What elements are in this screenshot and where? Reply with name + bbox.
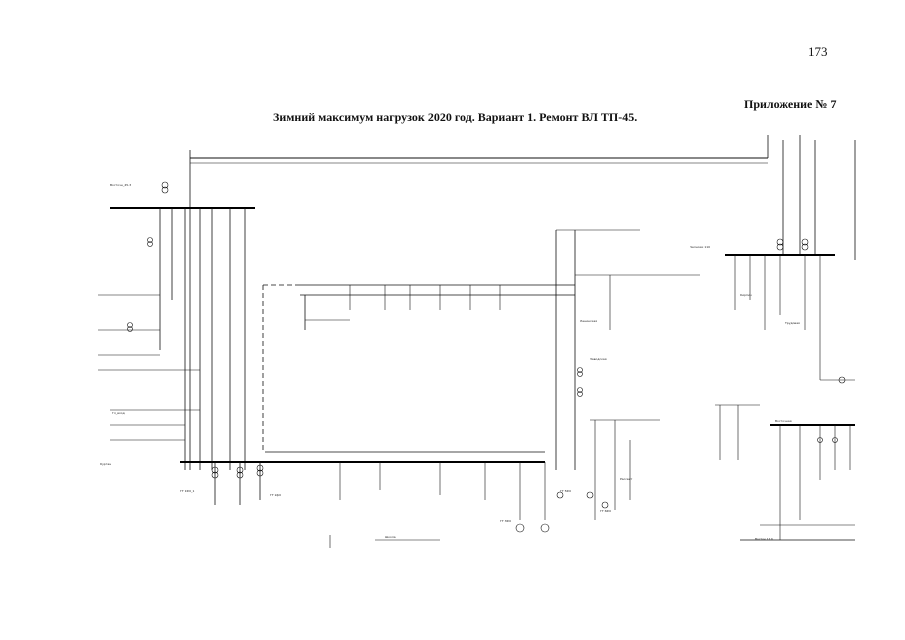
right-middle-cluster: ГТ 5Ф0 ГТ 6Ф0 Рассвет — [556, 419, 660, 520]
label-gl-vhod: Гл_вход — [112, 411, 125, 415]
label-lenin: Ленинская — [580, 319, 597, 323]
label-gt1: ГТ 1Ф0_1 — [180, 489, 195, 493]
label-kirpich: Кирпич — [740, 293, 752, 297]
label-kurgan: Курган — [100, 462, 111, 466]
label-vostochnaya: Восточная — [775, 419, 792, 423]
label-vostochn: Восточн_45-3 — [110, 183, 131, 187]
label-gt6: ГТ 6Ф0 — [600, 509, 611, 513]
diagram-title: Зимний максимум нагрузок 2020 год. Вариа… — [273, 110, 638, 124]
label-gt5: ГТ 5Ф0 — [560, 489, 571, 493]
central-ring: Ленинская Заводская — [300, 229, 700, 470]
right-top-substations: Челноки 110 Трудовая Кирпич — [690, 238, 835, 380]
label-shkola: Школа — [385, 535, 396, 539]
label-trudovaya: Трудовая — [784, 321, 800, 325]
appendix-label: Приложение № 7 — [744, 97, 837, 111]
label-gt3: ГТ 3Ф0 — [500, 519, 511, 523]
left-substation: Восточн_45-3 Курган Гл_вход — [98, 181, 255, 470]
right-bottom-substation: Восточная Восток 110 — [715, 376, 855, 541]
page-number: 173 — [808, 44, 828, 59]
lower-bus: ГТ 1Ф0_1 ГТ 2ф0 ГТ 3Ф0 Школа — [180, 451, 550, 548]
label-zavodskaya: Заводская — [590, 357, 607, 361]
label-rassvet: Рассвет — [620, 477, 633, 481]
label-gt2: ГТ 2ф0 — [270, 493, 281, 497]
top-lines — [189, 135, 856, 470]
label-vostok: Восток 110 — [755, 537, 773, 541]
label-chelnoki: Челноки 110 — [690, 245, 710, 249]
dashed-link — [262, 284, 300, 450]
